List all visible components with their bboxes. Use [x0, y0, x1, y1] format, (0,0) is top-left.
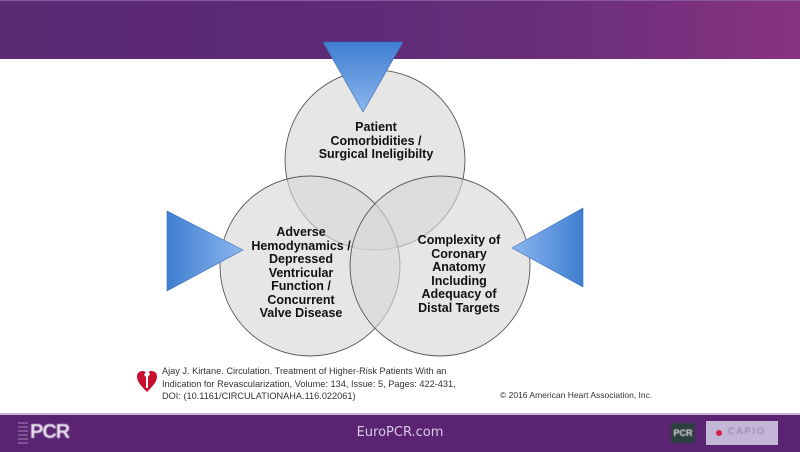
pcr-logo: PCR [16, 419, 78, 447]
circle-label-line: Valve Disease [259, 306, 343, 320]
circle-label-line: Patient [355, 120, 397, 134]
circle-label-line: Coronary [431, 246, 487, 261]
arrow-right-icon [166, 210, 244, 292]
circle-label-line: Depressed [269, 252, 333, 266]
circle-label-line: Adverse [276, 225, 326, 239]
header-band [0, 0, 800, 59]
venn-circle-right [349, 175, 531, 357]
circle-label-line: Including [431, 273, 487, 288]
circle-label-line: Comorbidities / [330, 133, 422, 148]
arrow-left-icon [511, 207, 584, 288]
circle-label-line: Adequacy of [421, 287, 497, 301]
circle-label-line: Ventricular [268, 265, 334, 280]
circle-label-line: Distal Targets [418, 300, 500, 315]
pcr-small-logo: PCR [671, 423, 695, 443]
circle-label-line: Complexity of [417, 233, 501, 247]
circle-label-line: Anatomy [432, 260, 486, 274]
arrow-down-icon [322, 41, 404, 113]
circle-label-line: Surgical Ineligibilty [318, 147, 434, 161]
footer-site-link[interactable]: EuroPCR.com [356, 425, 444, 440]
copyright-text: © 2016 American Heart Association, Inc. [500, 390, 653, 400]
circle-label-line: Function / [271, 279, 331, 293]
capio-logo: CAPIO [706, 421, 778, 445]
circle-label-line: Hemodynamics / [251, 238, 351, 253]
circle-label-line: Concurrent [267, 292, 335, 307]
footer-band: PCR EuroPCR.com PCR CAPIO [0, 413, 800, 452]
aha-heart-logo-icon [137, 367, 157, 392]
citation-text: Ajay J. Kirtane. Circulation. Treatment … [162, 366, 456, 401]
